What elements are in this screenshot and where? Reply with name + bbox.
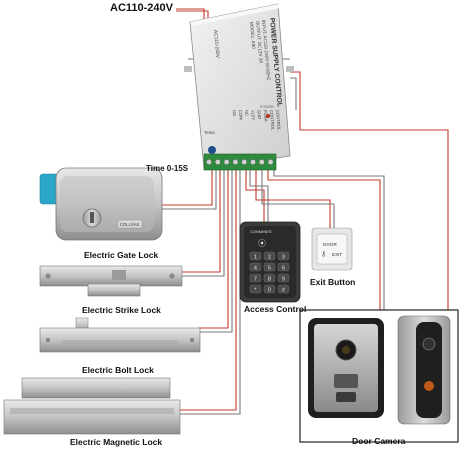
key-icon: ⚷ [321,250,326,258]
magnetic-lock-wire [178,170,241,415]
door-camera-wire [299,110,449,310]
keypad-key-label: 0 [268,287,271,293]
terminal-screw-icon [232,159,239,165]
keypad-key: 3 [277,251,290,260]
terminal-screw-icon [241,159,247,165]
keypad-key: * [249,284,262,293]
door-camera-wire [273,170,385,310]
strike-lock-wire [180,170,225,277]
door-camera-side [397,315,451,425]
door-camera-label: Door Camera [352,436,406,446]
terminal-screw-icon [223,159,230,165]
terminal-block [203,153,277,171]
terminal-label: +12V [250,110,256,121]
keypad-key-label: 1 [254,254,257,260]
access-control-keypad: CONMINES ⦿ 1 2 3 4 5 6 7 8 9 * 0 # [239,221,301,303]
power-supply-unit: POWER SUPPLY CONTROL INPUT: AC110-240V 5… [184,3,294,171]
terminal-screw-icon [267,159,274,165]
keypad-key: # [277,284,290,293]
exit-button-label: Exit Button [310,277,356,287]
keypad-key-label: 5 [268,265,271,271]
gate-lock-wire [160,170,213,206]
power-indicator-label: POWER [260,105,274,109]
wires [160,8,449,415]
psu-spec: MODEL: K80 [249,22,256,50]
terminal-label: COM [238,110,244,121]
brand-logo-icon [208,146,216,154]
keypad-key-label: * [254,287,256,293]
keypad-key: 8 [263,273,276,282]
keypad-key-label: 2 [268,254,271,260]
exit-button-wire [255,170,331,228]
terminal-screw-icon [258,159,265,165]
magnetic-lock-label: Electric Magnetic Lock [70,437,163,447]
keypad-key: 2 [263,251,276,260]
terminal-label: GND [256,110,262,120]
terminal-screw-icon [214,159,221,165]
power-indicator-icon [265,113,271,119]
access-control-label: Access Control [244,304,307,314]
keypad-key-label: 3 [282,254,285,260]
keypad-key: 0 [263,284,276,293]
psu-side-wire [290,77,297,110]
access-control-wire [245,170,265,222]
delay-time-label: Time 0-15S [146,164,189,173]
bolt-lock-wire [198,170,233,333]
psu-spec: INPUT: AC110-240V 50-60HZ [261,20,271,81]
electric-magnetic-lock [3,377,181,435]
keypad-key: 4 [249,262,262,271]
gate-lock-plate-text: COLLSAS [120,222,140,227]
terminal-label: CONTROL [269,110,276,131]
strike-lock-wire [180,170,221,273]
access-control-wire [249,170,269,222]
exit-button-top-text: DOOR [323,242,337,247]
electric-strike-lock [39,265,183,297]
keypad-key-label: 9 [282,276,285,282]
terminal-label: NC [244,110,250,116]
power-input-label: AC110-240V [110,2,173,14]
terminal-screw-icon [250,159,256,165]
keypad-key: 6 [277,262,290,271]
psu-side-text: AC110-240V [212,30,220,59]
terminal-label: NO [232,110,238,117]
electric-gate-lock: COLLSAS [39,167,163,241]
keypad-key: 1 [249,251,262,260]
keypad-key: 5 [263,262,276,271]
exit-button-wire [261,170,335,228]
exit-button: DOOR ⚷ EXIT [311,227,353,271]
keypad-key: 7 [249,273,262,282]
terminal-label: PUSH [263,110,269,122]
door-camera-front [308,318,384,418]
psu-spec: OUTPUT: DC12V 3A [255,21,264,65]
terminal-screw-icon [206,159,212,165]
door-camera-group [299,309,459,443]
bolt-lock-label: Electric Bolt Lock [82,365,154,375]
gate-lock-label: Electric Gate Lock [84,250,159,260]
keypad-key-label: 6 [282,265,285,271]
bolt-lock-wire [198,170,229,329]
keypad-key-label: 8 [268,276,271,282]
keypad-key: 9 [277,273,290,282]
terminal-label: CONTROL [275,110,282,131]
magnetic-lock-wire [178,170,237,411]
exit-button-bottom-text: EXIT [332,252,342,257]
door-camera-wire [267,170,381,310]
psu-brand: Tema [204,130,215,135]
keypad-key-label: 4 [254,265,257,271]
strike-lock-label: Electric Strike Lock [82,305,161,315]
card-reader-icon: ⦿ [258,239,266,248]
gate-lock-wire [160,170,217,210]
keypad-key-label: 7 [254,276,257,282]
keypad-brand: CONMINES [250,229,272,234]
keypad-key-label: # [282,287,285,293]
electric-bolt-lock [39,317,201,353]
